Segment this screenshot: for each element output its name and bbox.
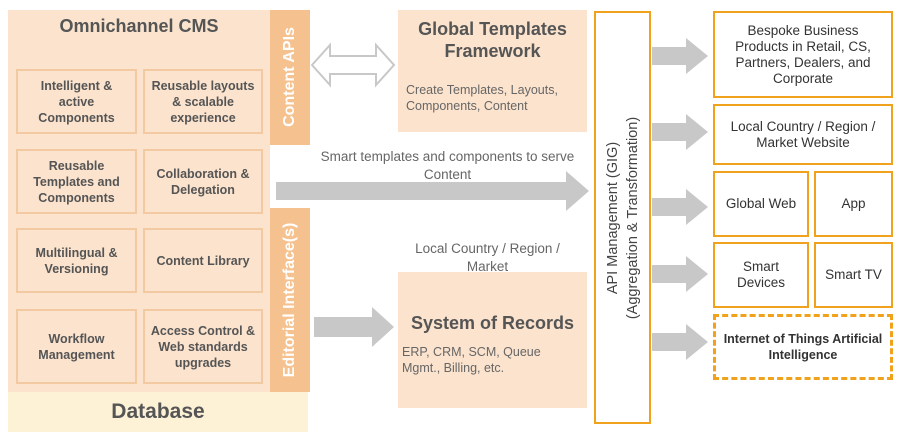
output-arrow-icon — [652, 38, 708, 74]
iot-ai-box: Internet of Things Artificial Intelligen… — [713, 314, 893, 380]
component-reusable-templates: Reusable Templates and Components — [16, 149, 137, 214]
templates-text: Create Templates, Layouts, Components, C… — [406, 83, 558, 113]
long-arrow-icon — [276, 171, 589, 211]
local-market-caption: Local Country / Region / Market — [415, 241, 560, 274]
content-apis-bar: Content APIs — [270, 10, 310, 145]
content-apis-label: Content APIs — [281, 27, 298, 127]
output-arrow-icon — [652, 324, 708, 360]
api-management-box: API Management (GIG) (Aggregation & Tran… — [594, 11, 651, 424]
smart-templates-caption: Smart templates and components to serve … — [320, 149, 575, 182]
templates-box: Global Templates Framework Create Templa… — [398, 10, 587, 132]
component-intelligent: Intelligent & active Components — [16, 69, 137, 134]
component-collaboration: Collaboration & Delegation — [143, 149, 263, 214]
database-bar: Database — [8, 392, 308, 432]
component-reusable-layouts: Reusable layouts & scalable experience — [143, 69, 263, 134]
smart-devices-box: Smart Devices — [713, 242, 809, 308]
records-title: System of Records — [410, 313, 575, 333]
smart-tv-box: Smart TV — [814, 242, 893, 308]
cms-title: Omnichannel CMS — [59, 16, 219, 36]
editorial-interfaces-bar: Editorial Interface(s) — [270, 208, 310, 392]
component-multilingual: Multilingual & Versioning — [16, 228, 137, 293]
output-arrow-icon — [652, 114, 708, 150]
local-website-box: Local Country / Region / Market Website — [713, 104, 893, 165]
records-box: System of Records ERP, CRM, SCM, Queue M… — [398, 272, 587, 408]
api-management-label: API Management (GIG) (Aggregation & Tran… — [603, 117, 643, 319]
editorial-interfaces-label: Editorial Interface(s) — [281, 222, 298, 378]
output-arrow-icon — [652, 256, 708, 292]
output-arrow-icon — [652, 189, 708, 225]
records-text: ERP, CRM, SCM, Queue Mgmt., Billing, etc… — [402, 345, 541, 375]
app-box: App — [814, 171, 893, 237]
api-line2: (Aggregation & Transformation) — [625, 116, 641, 320]
api-line1: API Management (GIG) — [605, 141, 621, 295]
records-arrow-icon — [314, 307, 394, 347]
component-workflow: Workflow Management — [16, 309, 137, 384]
double-arrow-icon — [310, 42, 396, 88]
bespoke-products-box: Bespoke Business Products in Retail, CS,… — [713, 11, 893, 98]
global-web-box: Global Web — [713, 171, 809, 237]
templates-title: Global Templates Framework — [418, 19, 567, 61]
component-content-library: Content Library — [143, 228, 263, 293]
component-access-control: Access Control & Web standards upgrades — [143, 309, 263, 384]
